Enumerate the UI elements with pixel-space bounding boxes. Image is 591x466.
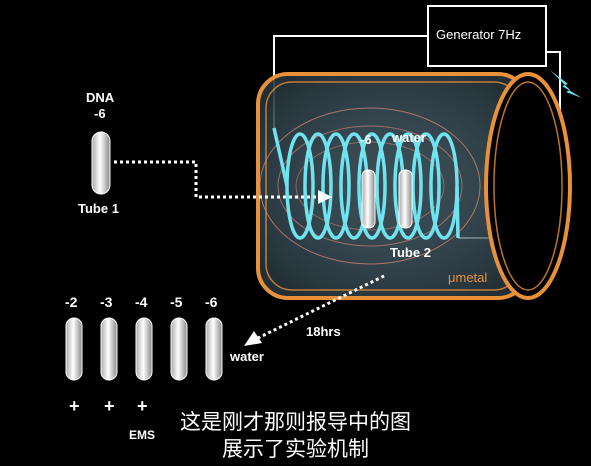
dilution-label: -5: [170, 294, 183, 310]
dilution-tube: [135, 317, 153, 381]
dilution-label: -3: [100, 294, 113, 310]
result-plus: +: [137, 396, 148, 416]
coil-dilution-label: -6: [360, 132, 372, 147]
dilution-label: -2: [65, 294, 78, 310]
arrow-head-out: [244, 331, 262, 346]
ems-label: EMS: [129, 428, 156, 442]
tube-2-label: Tube 2: [390, 245, 431, 260]
tube-1: [91, 131, 111, 195]
mumetal-label: μmetal: [448, 270, 488, 285]
lightning-icon: [550, 70, 582, 98]
dilution-label: -6: [205, 294, 218, 310]
mumetal-cylinder: [256, 72, 572, 300]
dilution-label: -4: [135, 294, 148, 310]
tube-1-label: Tube 1: [78, 201, 119, 216]
coil-medium-label: water: [392, 130, 426, 145]
generator-label: Generator 7Hz: [436, 27, 522, 42]
duration-label: 18hrs: [306, 324, 341, 339]
dilution-tube: [205, 317, 223, 381]
coil-tube-water: [398, 169, 413, 229]
tube-1-dilution: -6: [94, 106, 106, 121]
dilution-tube: [65, 317, 83, 381]
result-plus: +: [104, 396, 115, 416]
subtitle-line-2: 展示了实验机制: [222, 437, 369, 461]
dilution-tube: [100, 317, 118, 381]
water-label: water: [230, 349, 264, 364]
coil-tube-dna: [361, 169, 376, 229]
tube-1-title: DNA: [86, 90, 115, 105]
subtitle-line-1: 这是刚才那则报导中的图: [180, 410, 411, 434]
dilution-tubes: [65, 317, 223, 381]
result-plus: +: [69, 396, 80, 416]
arrow-head-in: [318, 190, 332, 204]
dilution-tube: [170, 317, 188, 381]
